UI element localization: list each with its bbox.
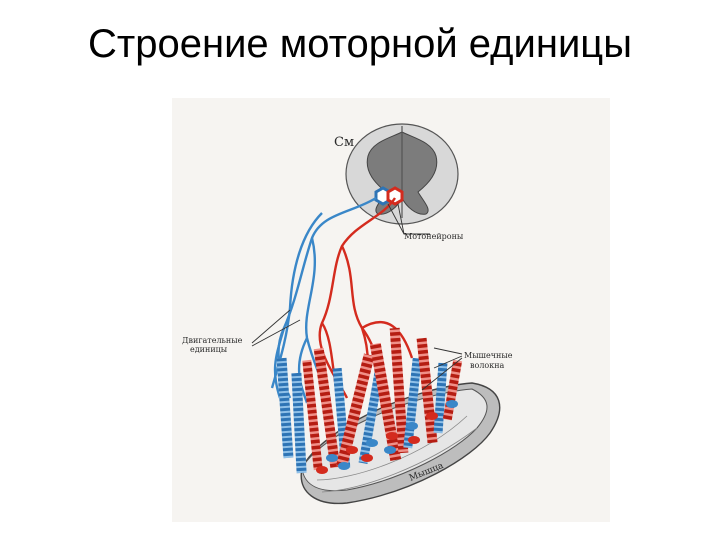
motor-unit-diagram: См Мотонейроны Двигательные единицы Мыше…	[182, 123, 513, 505]
slide-title: Строение моторной единицы	[88, 22, 632, 66]
red-motoneuron	[386, 186, 404, 206]
leader-lines	[251, 203, 463, 391]
label-spinal-cord: См	[334, 135, 354, 150]
label-muscle-fibers-line2: волокна	[470, 361, 505, 370]
motor-unit-figure: См Мотонейроны Двигательные единицы Мыше…	[172, 98, 610, 522]
label-motor-units-line1: Двигательные	[182, 336, 243, 345]
label-motor-units-line2: единицы	[190, 345, 228, 354]
label-muscle-fibers-line1: Мышечные	[464, 351, 513, 360]
spinal-cord-section	[345, 123, 459, 225]
muscle-fibers	[276, 327, 463, 474]
label-motoneurons: Мотонейроны	[404, 232, 464, 241]
